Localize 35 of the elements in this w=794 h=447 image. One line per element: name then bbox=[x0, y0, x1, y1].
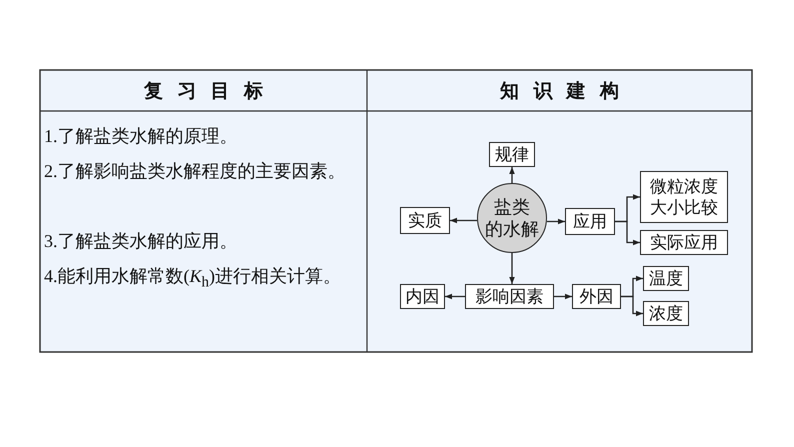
node-text: 浓度 bbox=[649, 302, 683, 324]
arrow bbox=[547, 218, 565, 224]
column-header: 知识建构 bbox=[498, 78, 634, 104]
concept-box bbox=[643, 301, 689, 326]
concept-box bbox=[572, 284, 621, 309]
node-text: 实质 bbox=[408, 210, 442, 232]
concept-box bbox=[640, 171, 728, 223]
concept-box bbox=[465, 284, 554, 309]
node-text: 影响因素 bbox=[476, 286, 544, 308]
node-text: 规律 bbox=[495, 144, 529, 166]
arrow bbox=[509, 167, 515, 183]
arrow bbox=[445, 294, 465, 300]
node-text: 盐类的水解 bbox=[485, 196, 539, 240]
objective-text: 2.了解影响盐类水解程度的主要因素。 bbox=[44, 160, 346, 183]
concept-box bbox=[400, 207, 450, 234]
node-text: 温度 bbox=[649, 268, 683, 290]
concept-box bbox=[565, 208, 615, 235]
concept-box bbox=[640, 230, 728, 255]
column-header: 复习目标 bbox=[142, 78, 278, 104]
node-text: 外因 bbox=[580, 286, 614, 308]
arrow bbox=[509, 253, 515, 284]
arrow bbox=[621, 296, 643, 316]
concept-box bbox=[489, 142, 535, 167]
concept-box bbox=[643, 266, 689, 291]
objective-text: 1.了解盐类水解的原理。 bbox=[44, 125, 238, 148]
objective-text: 3.了解盐类水解的应用。 bbox=[44, 230, 238, 253]
node-text: 微粒浓度大小比较 bbox=[648, 176, 719, 218]
objective-text: 4.能利用水解常数(K$_{h}$)进行相关计算。 bbox=[44, 265, 342, 293]
arrow bbox=[615, 220, 640, 246]
node-text: 应用 bbox=[573, 210, 607, 232]
concept-box bbox=[400, 284, 445, 309]
node-text: 内因 bbox=[406, 286, 440, 308]
node-text: 实际应用 bbox=[650, 232, 718, 254]
arrow bbox=[554, 294, 572, 300]
arrow bbox=[450, 218, 477, 224]
